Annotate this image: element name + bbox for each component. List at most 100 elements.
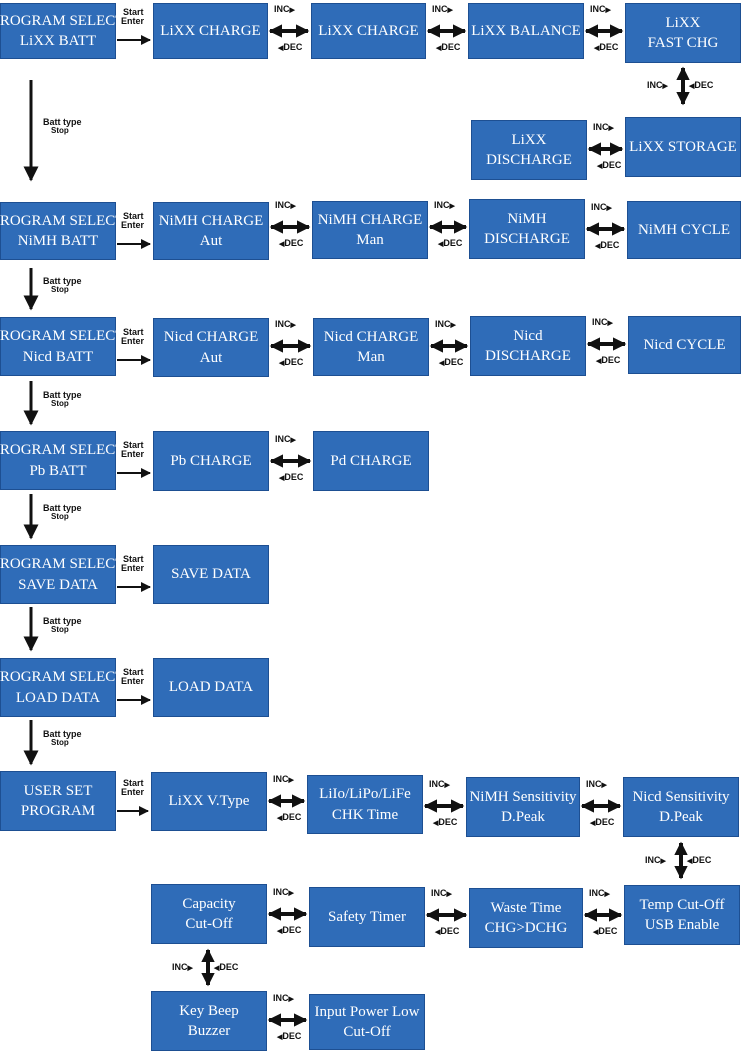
inc-text: INC (645, 854, 661, 865)
inc-arrow-icon: ▶ (187, 964, 193, 972)
box-line: USB Enable (644, 917, 720, 933)
inc-text: INC (647, 80, 663, 90)
inc-label: INC▶ (273, 775, 294, 785)
batt-type-label: Batt type (43, 729, 82, 739)
inc-text: INC (434, 200, 450, 210)
box-line: Nicd CHARGE (323, 328, 419, 345)
inc-label: INC▶ (434, 200, 455, 211)
inc-arrow-icon: ▶ (290, 203, 296, 210)
box-line: Pb BATT (29, 462, 87, 479)
box-line: LiIo/LiPo/LiFe (319, 786, 411, 803)
box-line: PROGRAM SELECT (0, 212, 125, 229)
dec-label: ◀DEC (595, 241, 619, 251)
inc-text: INC (273, 887, 289, 897)
box-line: Pd CHARGE (330, 452, 412, 469)
dec-arrow-icon: ◀ (597, 163, 603, 170)
nimh-batt-select-box: PROGRAM SELECT NiMH BATT (0, 202, 124, 260)
inc-arrow-icon: ▶ (288, 777, 294, 784)
box-line: DISCHARGE (485, 348, 571, 364)
box-line: Nicd (513, 327, 543, 344)
box-line: DISCHARGE (486, 152, 572, 168)
start-label: Start (123, 667, 144, 677)
start-label: Start (123, 554, 144, 564)
dec-arrow-icon: ◀ (277, 1034, 283, 1041)
dec-label: ◀DEC (436, 43, 460, 53)
dec-text: DEC (284, 357, 304, 367)
box-line: SAVE DATA (18, 576, 98, 593)
inc-label: INC▶ (590, 4, 611, 15)
start-label: Start (123, 778, 144, 788)
dec-label: ◀DEC (279, 238, 304, 249)
inc-label: INC▶ (432, 4, 453, 15)
enter-label: Enter (121, 449, 145, 459)
inc-text: INC (275, 434, 291, 444)
inc-text: INC (592, 317, 608, 327)
lixx-balance-box: LiXX BALANCE (468, 3, 584, 59)
dec-text: DEC (692, 854, 712, 865)
dec-label: ◀DEC (687, 854, 712, 865)
batt-type-label: Batt type (43, 615, 82, 626)
dec-label: ◀DEC (594, 43, 618, 53)
start-label: Start (123, 211, 144, 221)
box-line: LOAD DATA (168, 679, 254, 696)
dec-arrow-icon: ◀ (438, 241, 444, 248)
inc-arrow-icon: ▶ (447, 7, 453, 14)
dec-arrow-icon: ◀ (593, 929, 599, 936)
dec-text: DEC (282, 1031, 302, 1041)
inc-label: INC▶ (275, 200, 296, 211)
box-line: NiMH BATT (17, 233, 99, 249)
box-line: FAST CHG (647, 35, 719, 51)
dec-arrow-icon: ◀ (279, 241, 285, 248)
box-line: PROGRAM SELECT (0, 442, 125, 459)
stop-label: Stop (51, 738, 69, 747)
inc-label: INC▶ (592, 317, 613, 328)
inc-arrow-icon: ▶ (604, 891, 610, 898)
dec-arrow-icon: ◀ (433, 820, 439, 827)
box-line: D.Peak (659, 809, 703, 825)
inc-text: INC (275, 200, 291, 210)
dec-label: ◀DEC (438, 239, 462, 249)
dec-label: ◀DEC (279, 357, 304, 368)
inc-text: INC (432, 4, 448, 14)
dec-label: ◀DEC (590, 818, 614, 828)
box-line: NiMH (507, 210, 547, 227)
box-line: SAVE DATA (171, 566, 251, 583)
dec-label: ◀DEC (433, 817, 458, 828)
inc-label: INC▶ (593, 122, 614, 133)
box-line: Aut (199, 349, 223, 366)
box-line: Man (356, 232, 384, 248)
dec-label: ◀DEC (689, 81, 713, 91)
inc-text: INC (172, 961, 188, 972)
dec-label: ◀DEC (277, 1031, 302, 1042)
box-line: NiMH CHARGE (158, 212, 264, 229)
dec-text: DEC (444, 357, 464, 367)
inc-arrow-icon: ▶ (288, 996, 294, 1003)
nimh-cycle-box: NiMH CYCLE (627, 201, 741, 259)
dec-text: DEC (438, 817, 458, 827)
inc-arrow-icon: ▶ (605, 7, 611, 14)
box-line: LiXX CHARGE (160, 22, 261, 39)
inc-text: INC (593, 122, 609, 132)
dec-label: ◀DEC (214, 962, 238, 972)
inc-text: INC (590, 4, 606, 14)
dec-label: ◀DEC (279, 473, 303, 483)
inc-text: INC (429, 779, 445, 789)
dec-text: DEC (602, 160, 622, 170)
inc-arrow-icon: ▶ (601, 782, 607, 789)
pb-batt-select-box: PROGRAM SELECT Pb BATT (0, 431, 124, 490)
box-line: LiXX BATT (19, 33, 97, 49)
inc-label: INC▶ (429, 779, 450, 790)
inc-text: INC (274, 4, 290, 14)
safety-timer-box: Safety Timer (309, 887, 425, 947)
dec-text: DEC (284, 238, 304, 248)
inc-arrow-icon: ▶ (606, 205, 612, 212)
box-line: LiXX CHARGE (318, 22, 419, 39)
dec-arrow-icon: ◀ (590, 820, 596, 827)
inc-arrow-icon: ▶ (607, 320, 613, 327)
